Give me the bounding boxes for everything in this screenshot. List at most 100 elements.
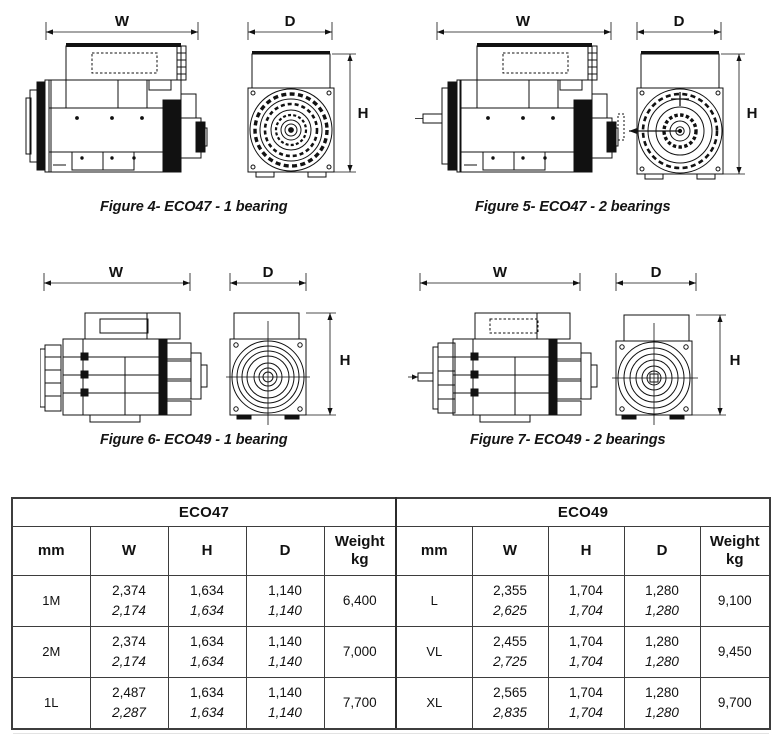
value-primary: 2,455: [493, 634, 527, 650]
cell-eco47-h-0: 1,634 1,634: [167, 575, 247, 627]
dimension-h-figure-7: [692, 314, 726, 416]
value-secondary: 1,634: [190, 654, 224, 669]
cell-eco49-weight-1: 9,450: [699, 626, 772, 678]
value-secondary: 2,625: [493, 603, 527, 618]
header-eco49-h: H: [547, 526, 625, 576]
header-eco47-weight-line1: Weight: [334, 533, 385, 551]
label-h-figure-6: H: [340, 352, 351, 369]
value-secondary: 2,174: [112, 654, 146, 669]
figure-4-drawing: W D H: [20, 10, 370, 190]
value-secondary: 1,704: [569, 654, 603, 669]
cell-eco47-d-1: 1,140 1,140: [245, 626, 325, 678]
value-secondary: 2,835: [493, 705, 527, 720]
figure-7-drawing: W D H: [400, 265, 750, 430]
cell-eco47-w-1: 2,374 2,174: [89, 626, 169, 678]
cell-eco47-h-2: 1,634 1,634: [167, 677, 247, 730]
cell-eco47-d-0: 1,140 1,140: [245, 575, 325, 627]
figure-6-drawing: W D H: [40, 265, 370, 430]
value-secondary: 1,140: [268, 705, 302, 720]
cell-eco47-w-2: 2,487 2,287: [89, 677, 169, 730]
value-secondary: 2,725: [493, 654, 527, 669]
dimension-h-figure-6: [302, 312, 336, 416]
value-primary: 9,100: [717, 593, 752, 609]
value-secondary: 1,280: [645, 654, 679, 669]
figure-6-svg: W D H: [40, 265, 351, 425]
header-eco47-weight-line2: kg: [351, 551, 369, 568]
figure-6-caption: Figure 6- ECO49 - 1 bearing: [100, 432, 288, 448]
specification-table: ECO47 ECO49 mm W H D Weight kg mm W H D …: [10, 497, 772, 730]
table-row: 1L 2,487 2,287 1,634 1,634 1,140 1,140 7…: [11, 677, 772, 730]
cell-eco49-h-2: 1,704 1,704: [547, 677, 625, 730]
label-h-figure-4: H: [358, 105, 369, 122]
cell-eco49-w-1: 2,455 2,725: [471, 626, 549, 678]
dimension-d-figure-4: [247, 22, 333, 40]
cell-eco47-h-1: 1,634 1,634: [167, 626, 247, 678]
figure-5-caption: Figure 5- ECO47 - 2 bearings: [475, 199, 671, 215]
value-primary: 9,450: [717, 644, 752, 660]
header-eco47-h: H: [167, 526, 247, 576]
table-row: 2M 2,374 2,174 1,634 1,634 1,140 1,140 7…: [11, 626, 772, 678]
cell-eco49-h-1: 1,704 1,704: [547, 626, 625, 678]
value-secondary: 1,704: [569, 603, 603, 618]
value-primary: 1,140: [268, 583, 302, 599]
label-w-figure-5: W: [516, 13, 531, 30]
value-secondary: 2,174: [112, 603, 146, 618]
value-secondary: 1,634: [190, 603, 224, 618]
header-eco47-w: W: [89, 526, 169, 576]
label-d-figure-4: D: [285, 13, 296, 30]
value-primary: 1,704: [569, 634, 603, 650]
value-secondary: 1,634: [190, 705, 224, 720]
header-eco49-unit: mm: [395, 526, 473, 576]
value-primary: 1,280: [645, 634, 679, 650]
cell-eco49-size-2: XL: [395, 677, 473, 730]
dimension-w-figure-4: [45, 22, 199, 40]
label-w-figure-4: W: [115, 13, 130, 30]
label-w-figure-6: W: [109, 265, 124, 281]
value-primary: 2,355: [493, 583, 527, 599]
cell-eco47-w-0: 2,374 2,174: [89, 575, 169, 627]
value-primary: 1,634: [190, 583, 224, 599]
cell-eco49-w-0: 2,355 2,625: [471, 575, 549, 627]
header-eco49-weight-line2: kg: [726, 551, 744, 568]
cell-eco49-d-2: 1,280 1,280: [623, 677, 701, 730]
cell-eco49-weight-2: 9,700: [699, 677, 772, 730]
figure-4-svg: W D H: [25, 13, 369, 178]
value-primary: 1,704: [569, 685, 603, 701]
cell-eco47-size-2: 1L: [11, 677, 91, 730]
dimension-d-figure-7: [615, 273, 697, 291]
table-group-header-row: ECO47 ECO49: [10, 497, 772, 527]
cell-eco49-size-1: VL: [395, 626, 473, 678]
cell-eco49-d-0: 1,280 1,280: [623, 575, 701, 627]
cell-eco49-d-1: 1,280 1,280: [623, 626, 701, 678]
value-primary: 1,634: [190, 685, 224, 701]
value-primary: 1,634: [190, 634, 224, 650]
figure-7-caption: Figure 7- ECO49 - 2 bearings: [470, 432, 666, 448]
label-w-figure-7: W: [493, 265, 508, 281]
label-d-figure-5: D: [674, 13, 685, 30]
table-bottom-shadow: [13, 733, 769, 734]
table-row: 1M 2,374 2,174 1,634 1,634 1,140 1,140 6…: [11, 575, 772, 627]
header-eco49-d: D: [623, 526, 701, 576]
cell-eco47-d-2: 1,140 1,140: [245, 677, 325, 730]
header-eco49-weight: Weight kg: [699, 526, 772, 576]
value-secondary: 1,140: [268, 603, 302, 618]
dimension-d-figure-6: [229, 273, 307, 291]
value-primary: 2,374: [112, 583, 146, 599]
value-primary: 7,700: [342, 695, 377, 711]
value-primary: 1,704: [569, 583, 603, 599]
cell-eco47-weight-0: 6,400: [323, 575, 398, 627]
cell-eco49-w-2: 2,565 2,835: [471, 677, 549, 730]
group-header-eco49: ECO49: [395, 497, 772, 527]
cell-eco47-size-0: 1M: [11, 575, 91, 627]
group-header-eco47: ECO47: [10, 497, 398, 527]
cell-eco47-size-1: 2M: [11, 626, 91, 678]
label-h-figure-5: H: [747, 105, 758, 122]
value-primary: 2,565: [493, 685, 527, 701]
cell-eco47-weight-2: 7,700: [323, 677, 398, 730]
figure-5-svg: W D H: [415, 13, 758, 180]
value-primary: 7,000: [342, 644, 377, 660]
shaft-extension-figure-5: [415, 113, 443, 124]
value-secondary: 1,280: [645, 603, 679, 618]
header-eco47-unit: mm: [11, 526, 91, 576]
